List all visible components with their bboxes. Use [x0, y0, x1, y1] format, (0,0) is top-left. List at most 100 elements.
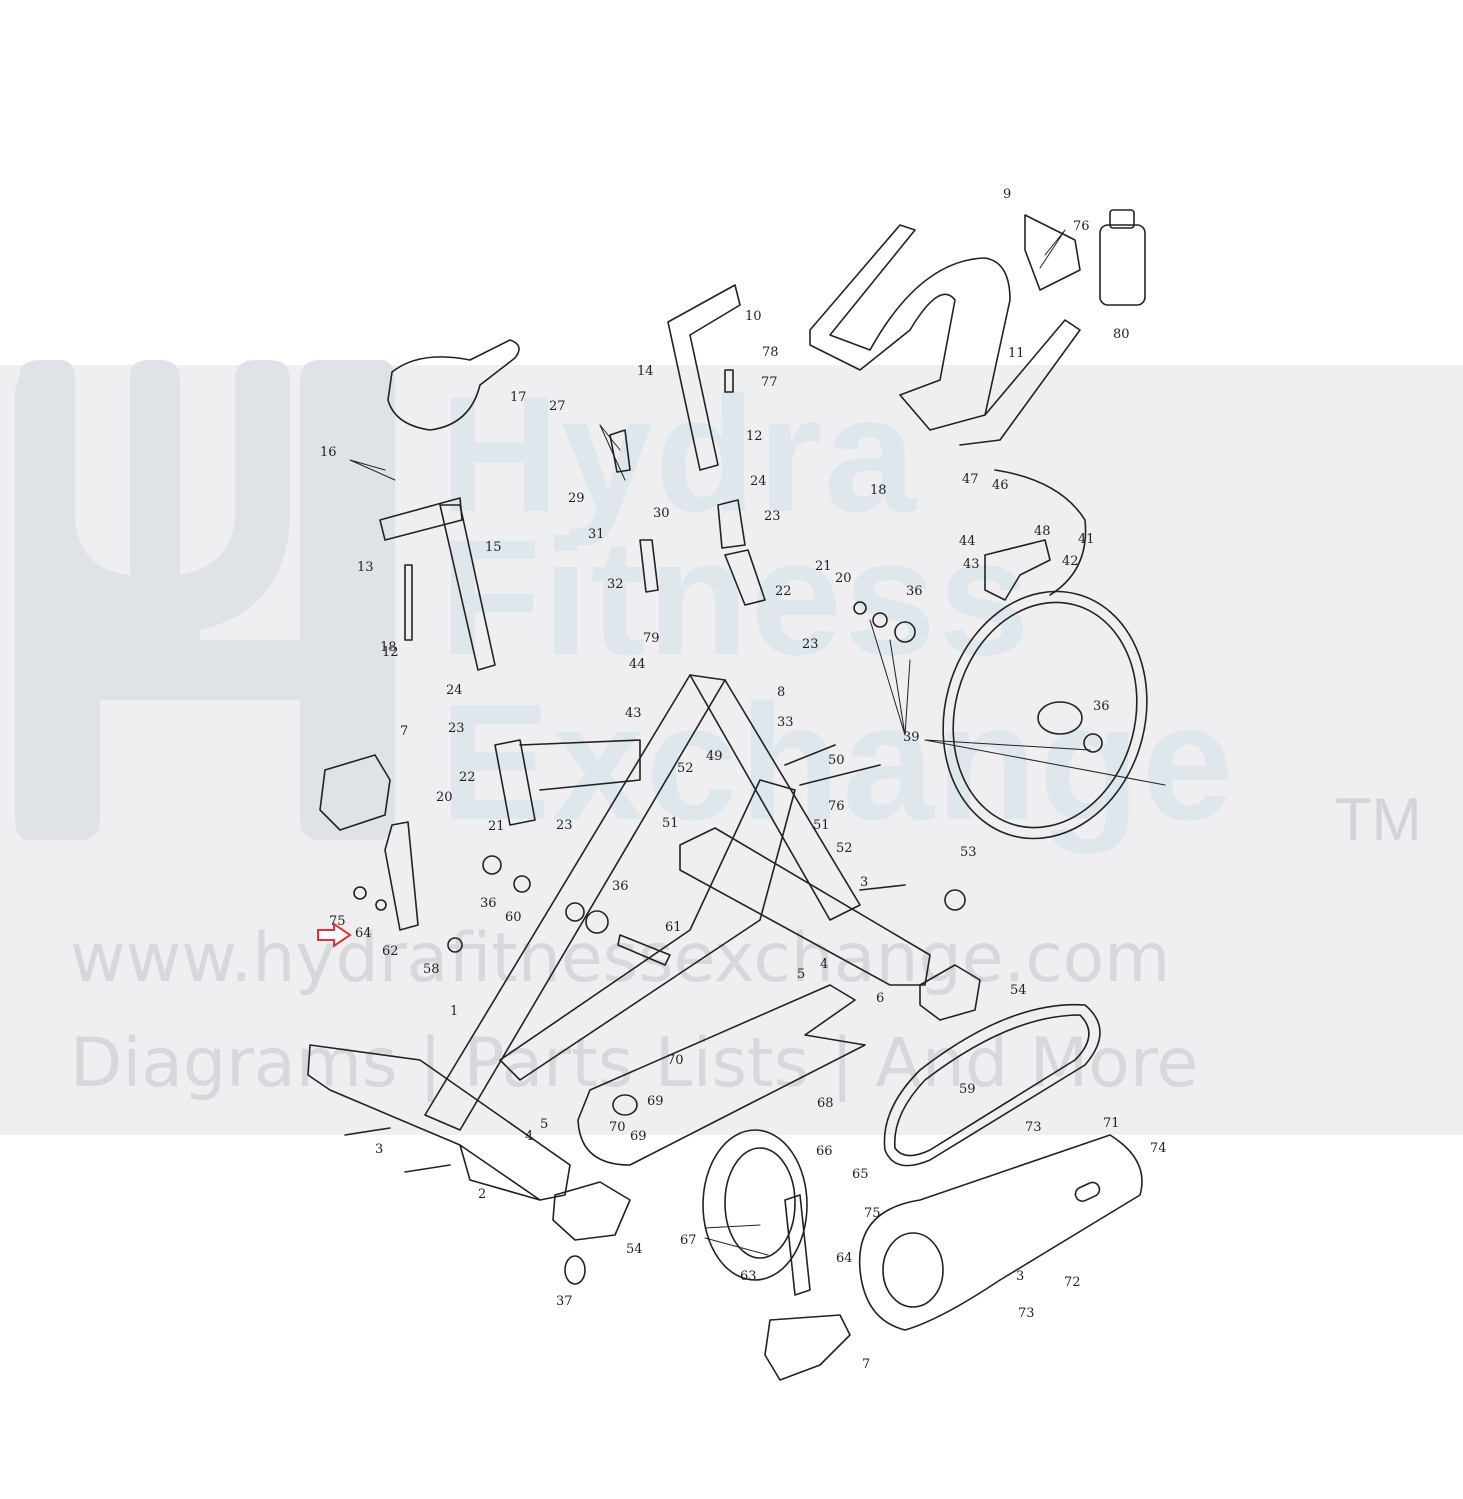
part-label-3: 3	[375, 1142, 384, 1157]
part-label-6: 6	[876, 991, 885, 1006]
part-label-69: 69	[630, 1129, 647, 1144]
part-label-75: 75	[329, 914, 346, 929]
pedal-right	[764, 1314, 851, 1381]
part-label-4: 4	[525, 1129, 534, 1144]
part-label-4: 4	[820, 957, 829, 972]
part-label-3: 3	[1016, 1269, 1025, 1284]
part-label-63: 63	[740, 1269, 757, 1284]
part-label-52: 52	[677, 761, 694, 776]
part-label-3: 3	[860, 875, 869, 890]
part-label-27: 27	[549, 399, 566, 414]
part-label-33: 33	[777, 715, 794, 730]
part-label-13: 13	[357, 560, 374, 575]
part-label-21: 21	[488, 819, 505, 834]
part-label-7: 7	[862, 1357, 871, 1372]
part-label-12: 12	[746, 429, 763, 444]
water-bottle	[1099, 224, 1146, 306]
part-label-18: 18	[870, 483, 887, 498]
part-label-36: 36	[1093, 699, 1110, 714]
part-label-23: 23	[448, 721, 465, 736]
part-label-32: 32	[607, 577, 624, 592]
saddle	[387, 339, 520, 431]
part-label-61: 61	[665, 920, 682, 935]
part-label-24: 24	[446, 683, 463, 698]
part-label-17: 17	[510, 390, 527, 405]
part-label-49: 49	[706, 749, 723, 764]
part-label-53: 53	[960, 845, 977, 860]
part-label-23: 23	[802, 637, 819, 652]
part-label-18: 18	[380, 640, 397, 655]
watermark-brand-line1: Hydra	[440, 362, 918, 546]
part-label-47: 47	[962, 472, 979, 487]
part-label-20: 20	[835, 571, 852, 586]
part-label-7: 7	[400, 724, 409, 739]
watermark-brand-line2: Fitness	[440, 505, 1032, 689]
part-label-24: 24	[750, 474, 767, 489]
part-label-12: 12	[382, 645, 399, 660]
part-label-51: 51	[662, 816, 679, 831]
part-label-73: 73	[1025, 1120, 1042, 1135]
part-label-79: 79	[643, 631, 660, 646]
part-label-44: 44	[959, 534, 976, 549]
part-label-76: 76	[1073, 219, 1090, 234]
brake-assembly	[984, 539, 1051, 601]
part-label-8: 8	[777, 685, 786, 700]
part-label-21: 21	[815, 559, 832, 574]
part-label-46: 46	[992, 478, 1009, 493]
front-foot-pad	[919, 964, 981, 1021]
seat-tube	[439, 504, 496, 671]
part-label-10: 10	[745, 309, 762, 324]
part-label-37: 37	[556, 1294, 573, 1309]
front-stabilizer	[679, 827, 931, 986]
part-label-70: 70	[667, 1053, 684, 1068]
part-label-43: 43	[625, 706, 642, 721]
part-label-44: 44	[629, 657, 646, 672]
part-label-9: 9	[1003, 187, 1012, 202]
watermark-logo-icon	[15, 360, 395, 840]
part-label-31: 31	[588, 527, 605, 542]
part-label-11: 11	[1008, 346, 1025, 361]
red-arrow-icon	[317, 922, 352, 948]
drive-belt	[883, 1003, 1101, 1167]
part-label-76: 76	[828, 799, 845, 814]
crank-arm-left	[384, 821, 419, 931]
watermark-brand-line3: Exchange	[440, 670, 1236, 854]
rear-foot-pad	[552, 1181, 631, 1241]
part-label-59: 59	[959, 1082, 976, 1097]
part-label-64: 64	[355, 926, 372, 941]
crank-spindle	[617, 934, 671, 966]
watermark-tagline: Diagrams | Parts Lists | And More	[70, 1024, 1199, 1103]
part-label-42: 42	[1062, 554, 1079, 569]
part-label-14: 14	[637, 364, 654, 379]
part-label-50: 50	[828, 753, 845, 768]
part-label-48: 48	[1034, 524, 1051, 539]
watermark-trademark: TM	[1335, 786, 1422, 853]
part-label-69: 69	[647, 1094, 664, 1109]
part-label-36: 36	[612, 879, 629, 894]
rear-stabilizer	[307, 1044, 571, 1201]
part-label-68: 68	[817, 1096, 834, 1111]
part-label-1: 1	[450, 1004, 459, 1019]
part-label-66: 66	[816, 1144, 833, 1159]
part-label-51: 51	[813, 818, 830, 833]
part-label-77: 77	[761, 375, 778, 390]
part-label-15: 15	[485, 540, 502, 555]
part-label-43: 43	[963, 557, 980, 572]
part-label-78: 78	[762, 345, 779, 360]
part-label-71: 71	[1103, 1116, 1120, 1131]
part-label-58: 58	[423, 962, 440, 977]
crank-arm-right	[784, 1194, 811, 1296]
part-label-65: 65	[852, 1167, 869, 1182]
part-label-67: 67	[680, 1233, 697, 1248]
part-label-22: 22	[459, 770, 476, 785]
part-label-39: 39	[903, 730, 920, 745]
part-label-72: 72	[1064, 1275, 1081, 1290]
part-label-22: 22	[775, 584, 792, 599]
drive-pulley	[702, 1129, 808, 1281]
bottle-cage	[1024, 214, 1081, 291]
part-label-23: 23	[764, 509, 781, 524]
part-label-54: 54	[626, 1242, 643, 1257]
part-label-80: 80	[1113, 327, 1130, 342]
